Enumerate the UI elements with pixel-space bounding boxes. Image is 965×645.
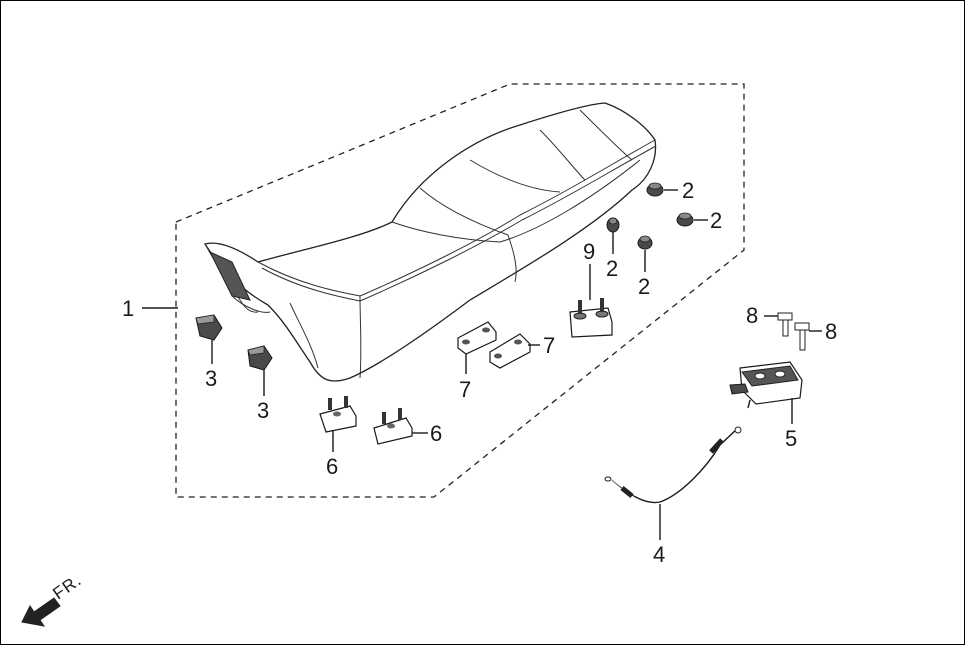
clip-part-b (247, 345, 273, 371)
bracket-part (569, 298, 613, 338)
label-bracket: 9 (583, 239, 595, 264)
label-nut-b: 2 (710, 208, 722, 233)
cushion-part-a (457, 321, 497, 355)
cable-part (604, 426, 742, 504)
label-nut-d: 2 (638, 274, 650, 299)
assembly-boundary (175, 83, 745, 498)
label-cushion-a: 7 (459, 377, 471, 402)
clip-part-a (195, 314, 223, 341)
bolt-part-b (794, 322, 810, 351)
nut-part-d (637, 235, 653, 250)
label-clip-b: 3 (257, 398, 269, 423)
label-lock: 5 (785, 426, 797, 451)
cushion-part-b (489, 333, 531, 369)
label-bolt-b: 8 (825, 319, 837, 344)
front-direction-arrow-icon (21, 597, 61, 627)
nut-part-b (676, 212, 694, 227)
label-damper-a: 6 (326, 454, 338, 479)
label-nut-c: 2 (606, 256, 618, 281)
damper-part-b (373, 408, 413, 445)
damper-part-a (319, 396, 357, 433)
label-cable: 4 (653, 542, 665, 567)
lock-part (729, 361, 803, 409)
nut-part-c (606, 217, 620, 233)
label-seat: 1 (122, 296, 134, 321)
label-clip-a: 3 (205, 366, 217, 391)
label-damper-b: 6 (430, 421, 442, 446)
bolt-part-a (777, 312, 793, 337)
label-nut-a: 2 (682, 178, 694, 203)
seat-part (203, 102, 657, 382)
label-bolt-a: 8 (746, 303, 758, 328)
nut-part-a (646, 182, 664, 197)
label-cushion-b: 7 (543, 333, 555, 358)
